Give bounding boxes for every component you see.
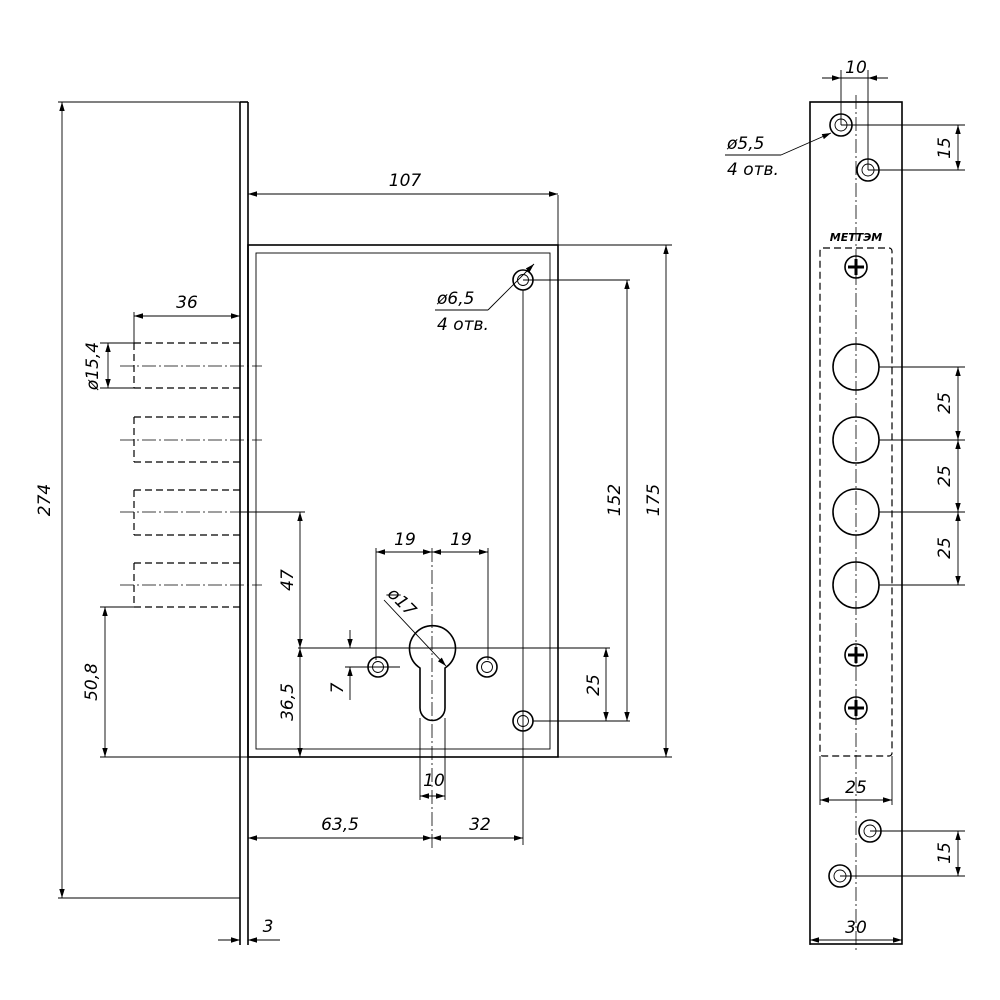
dim-cylinder-offset-right: 19: [450, 530, 472, 550]
dim-faceplate-thickness: 3: [263, 917, 274, 937]
dimension-labels: 274 107 3 36 ø15,4 47 50,8 36,5 ø6,5 4 о…: [35, 171, 664, 937]
dimension-lines: [59, 102, 669, 943]
dim-cylinder-offset-left: 19: [394, 530, 416, 550]
dim-body-width: 107: [389, 171, 422, 191]
bolts: [120, 342, 262, 608]
side-view: МЕТТЭМ: [725, 58, 965, 950]
dim-side-bolt-pitch-1: 25: [935, 392, 955, 414]
mount-holes: [512, 269, 630, 845]
extension-lines: [58, 101, 672, 945]
side-dimension-labels: 10 ø5,5 4 отв. 15 25 25 25 25 15 30: [726, 58, 955, 938]
dim-cylinder-slot-width: 10: [423, 771, 445, 791]
bolt-3: [133, 489, 240, 536]
side-top-screw: [844, 255, 868, 279]
side-dimension-lines: [725, 75, 961, 943]
dim-keyhole-right-hole: 25: [584, 674, 604, 696]
dim-bolt-projection: 36: [176, 293, 198, 313]
bolt-2: [133, 416, 240, 463]
dim-side-inner-width: 25: [845, 778, 867, 798]
dim-side-top-offset: 15: [935, 137, 955, 159]
dim-hole-vertical-spacing: 152: [605, 484, 625, 516]
side-bottom-holes: [828, 819, 965, 888]
lock-body: [247, 244, 559, 758]
side-bolt-holes: [832, 343, 965, 609]
dim-center-height: 36,5: [278, 683, 298, 721]
dim-cylinder-screw-offset: 7: [328, 682, 348, 693]
dim-side-hole-spacing: 10: [845, 58, 867, 78]
dim-hole-to-cylinder: 32: [469, 815, 491, 835]
dim-total-height: 274: [35, 484, 55, 516]
dim-side-bolt-pitch-2: 25: [935, 465, 955, 487]
side-lower-screws: [844, 643, 868, 720]
brand-logo: МЕТТЭМ: [830, 231, 883, 244]
side-top-holes: [829, 70, 965, 182]
dim-side-hole-count: 4 отв.: [727, 160, 779, 180]
dim-mount-hole-count: 4 отв.: [437, 315, 489, 335]
bolt-1: [133, 342, 240, 389]
dim-mount-hole-diameter: ø6,5: [436, 289, 474, 309]
dim-cylinder-hole-diameter: ø17: [382, 583, 420, 621]
dim-body-height: 175: [644, 484, 664, 516]
front-view: 274 107 3 36 ø15,4 47 50,8 36,5 ø6,5 4 о…: [35, 101, 672, 945]
dim-bottom-bolt-height: 50,8: [82, 663, 102, 701]
dim-side-faceplate-width: 30: [845, 918, 867, 938]
dim-side-bottom-offset: 15: [935, 842, 955, 864]
faceplate: [239, 101, 249, 945]
dim-bolt-to-center: 47: [278, 569, 298, 591]
dim-bolt-diameter: ø15,4: [83, 342, 103, 391]
dim-side-hole-diameter: ø5,5: [726, 134, 764, 154]
dim-side-bolt-pitch-3: 25: [935, 537, 955, 559]
dim-backset: 63,5: [321, 815, 359, 835]
cylinder-cutout: [298, 548, 610, 850]
